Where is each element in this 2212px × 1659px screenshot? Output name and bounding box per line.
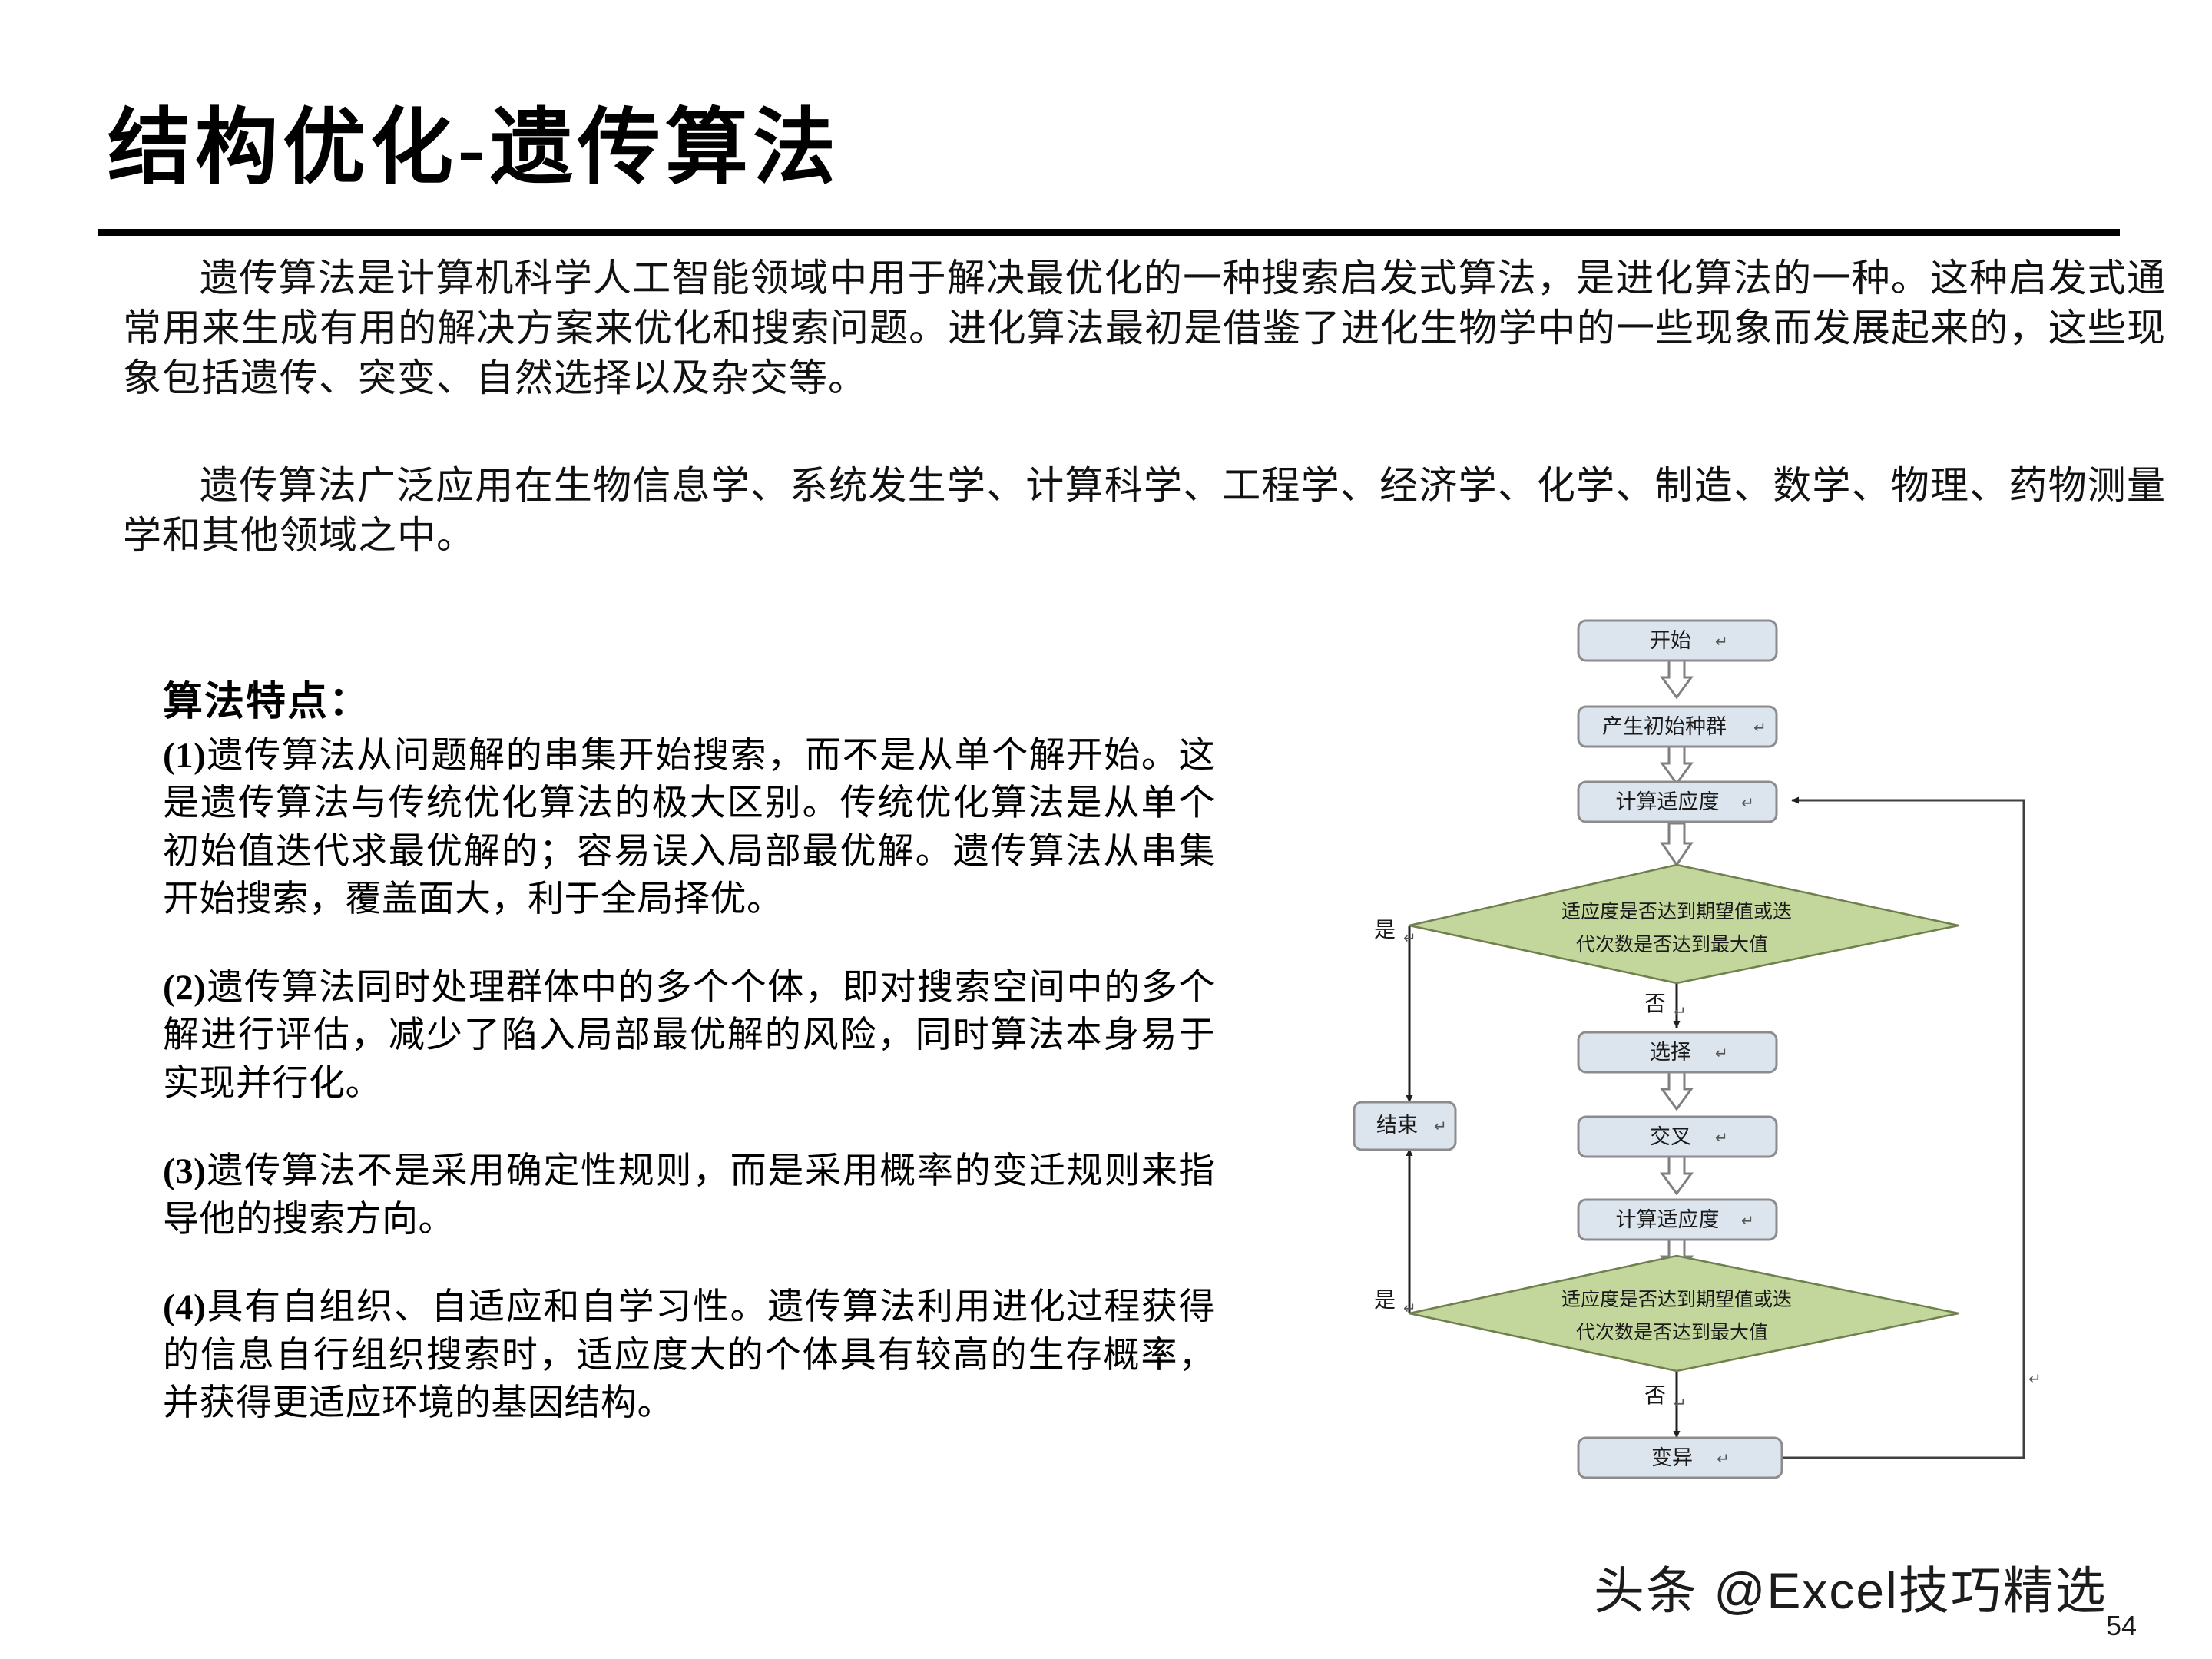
block-arrow-crossover-to-fitness bbox=[1660, 1155, 1694, 1196]
decision-2-line-1: 适应度是否达到期望值或迭 bbox=[1561, 1289, 1792, 1310]
pilcrow-mark: ↵ bbox=[1753, 720, 1767, 737]
pilcrow-mark: ↵ bbox=[1741, 1213, 1754, 1230]
flow-node-fitness-1-label: 计算适应度 bbox=[1616, 790, 1720, 813]
feature-index: (2) bbox=[163, 967, 207, 1008]
flow-node-fitness-2-label: 计算适应度 bbox=[1616, 1208, 1720, 1231]
pilcrow-mark: ↵ bbox=[1741, 795, 1754, 812]
page-title: 结构优化-遗传算法 bbox=[108, 103, 840, 194]
pilcrow-mark: ↵ bbox=[1674, 1004, 1687, 1021]
block-arrow-start-to-init bbox=[1660, 659, 1694, 700]
flow-node-mutation-label: 变异 bbox=[1651, 1446, 1693, 1469]
intro-paragraph-2: 遗传算法广泛应用在生物信息学、系统发生学、计算科学、工程学、经济学、化学、制造、… bbox=[123, 464, 2166, 557]
pilcrow-mark: ↵ bbox=[1717, 1451, 1730, 1468]
feature-item: (2)遗传算法同时处理群体中的多个个体，即对搜索空间中的多个解进行评估，减少了陷… bbox=[163, 964, 1215, 1108]
pilcrow-mark: ↵ bbox=[1715, 1045, 1728, 1062]
algorithm-features-section: 算法特点： (1)遗传算法从问题解的串集开始搜索，而不是从单个解开始。这是遗传算… bbox=[163, 680, 1215, 1468]
flow-node-init-population: 产生初始种群 ↵ bbox=[1577, 705, 1778, 748]
flow-node-selection-label: 选择 bbox=[1650, 1041, 1691, 1064]
pilcrow-mark: ↵ bbox=[1403, 1300, 1416, 1317]
feature-index: (4) bbox=[163, 1287, 207, 1328]
pilcrow-mark: ↵ bbox=[1434, 1118, 1447, 1135]
feature-item: (3)遗传算法不是采用确定性规则，而是采用概率的变迁规则来指导他的搜索方向。 bbox=[163, 1147, 1215, 1243]
flow-node-end-label: 结束 bbox=[1376, 1114, 1418, 1137]
title-divider bbox=[98, 229, 2120, 236]
pilcrow-mark: ↵ bbox=[1674, 1396, 1687, 1412]
flow-node-init-population-label: 产生初始种群 bbox=[1602, 715, 1727, 738]
feature-text: 遗传算法不是采用确定性规则，而是采用概率的变迁规则来指导他的搜索方向。 bbox=[163, 1151, 1215, 1240]
feedback-loop-connector bbox=[1782, 796, 2025, 1459]
flow-node-fitness-1: 计算适应度 ↵ bbox=[1577, 780, 1778, 823]
flow-node-crossover: 交叉 ↵ bbox=[1577, 1115, 1778, 1158]
watermark: 头条 @Excel技巧精选 bbox=[1594, 1562, 2108, 1619]
branch-label-yes-top: 是 bbox=[1374, 918, 1396, 942]
block-arrow-fitness-to-decision bbox=[1660, 822, 1694, 867]
pilcrow-mark: ↵ bbox=[1715, 634, 1728, 651]
feature-text: 遗传算法同时处理群体中的多个个体，即对搜索空间中的多个解进行评估，减少了陷入局部… bbox=[163, 967, 1215, 1104]
feature-item: (1)遗传算法从问题解的串集开始搜索，而不是从单个解开始。这是遗传算法与传统优化… bbox=[163, 732, 1215, 924]
decision-2-line-2: 代次数是否达到最大值 bbox=[1576, 1322, 1768, 1343]
decision-1-line-2: 代次数是否达到最大值 bbox=[1576, 934, 1768, 955]
block-arrow-init-to-fitness bbox=[1660, 745, 1694, 786]
intro-paragraph-1: 遗传算法是计算机科学人工智能领域中用于解决最优化的一种搜索启发式算法，是进化算法… bbox=[123, 257, 2166, 399]
decision-1-line-1: 适应度是否达到期望值或迭 bbox=[1561, 901, 1792, 922]
decision-node-2: 适应度是否达到期望值或迭 代次数是否达到最大值 bbox=[1409, 1254, 1959, 1373]
feature-text: 遗传算法从问题解的串集开始搜索，而不是从单个解开始。这是遗传算法与传统优化算法的… bbox=[163, 735, 1215, 920]
branch-label-yes-bottom: 是 bbox=[1374, 1288, 1396, 1312]
pilcrow-mark: ↵ bbox=[1403, 930, 1416, 947]
flow-node-selection: 选择 ↵ bbox=[1577, 1031, 1778, 1074]
feature-text: 具有自组织、自适应和自学习性。遗传算法利用进化过程获得的信息自行组织搜索时，适应… bbox=[163, 1287, 1215, 1424]
pilcrow-mark: ↵ bbox=[1715, 1130, 1728, 1147]
features-heading: 算法特点： bbox=[163, 680, 371, 724]
page-number: 54 bbox=[2106, 1610, 2137, 1641]
feature-index: (1) bbox=[163, 735, 207, 776]
flow-node-mutation: 变异 ↵ bbox=[1577, 1436, 1783, 1479]
pilcrow-mark: ↵ bbox=[2028, 1371, 2041, 1388]
flow-node-fitness-2: 计算适应度 ↵ bbox=[1577, 1198, 1778, 1241]
flow-node-end: 结束 ↵ bbox=[1353, 1101, 1457, 1151]
feature-item: (4)具有自组织、自适应和自学习性。遗传算法利用进化过程获得的信息自行组织搜索时… bbox=[163, 1283, 1215, 1428]
flow-node-start-label: 开始 bbox=[1650, 629, 1691, 652]
decision-node-1: 适应度是否达到期望值或迭 代次数是否达到最大值 bbox=[1409, 863, 1959, 985]
block-arrow-selection-to-crossover bbox=[1660, 1071, 1694, 1111]
flow-node-crossover-label: 交叉 bbox=[1650, 1125, 1691, 1148]
feature-index: (3) bbox=[163, 1151, 207, 1192]
genetic-algorithm-flowchart: 适应度是否达到期望值或迭 代次数是否达到最大值 适应度是否达到期望值或迭 代次数… bbox=[1348, 607, 2212, 1505]
flow-node-start: 开始 ↵ bbox=[1577, 619, 1778, 662]
branch-label-no-top: 否 bbox=[1644, 992, 1666, 1015]
branch-label-no-bottom: 否 bbox=[1644, 1383, 1666, 1407]
